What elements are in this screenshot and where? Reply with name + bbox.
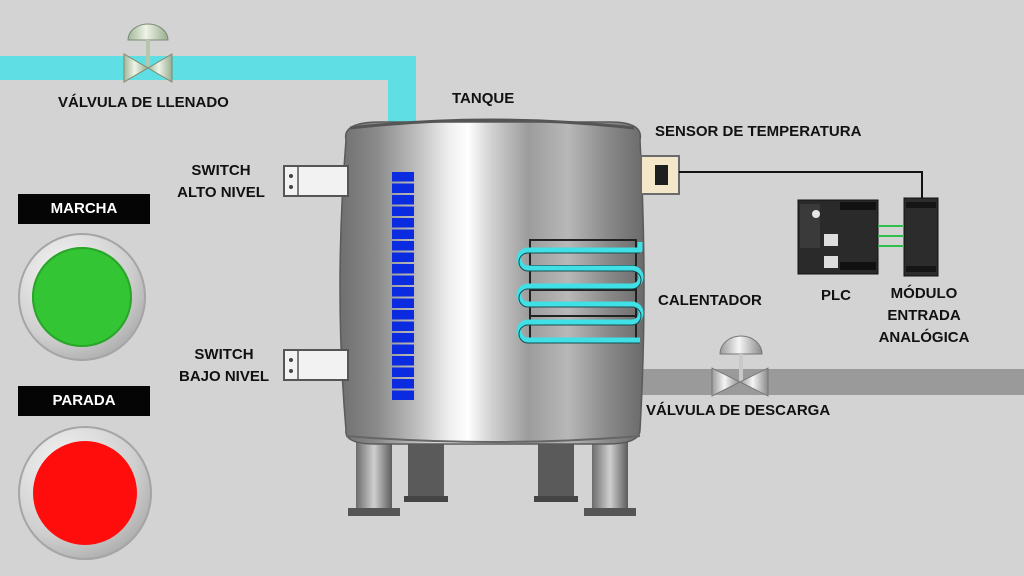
drain-valve-icon — [711, 335, 769, 397]
level-segment — [392, 344, 414, 354]
level-segment — [392, 287, 414, 297]
level-segment — [392, 241, 414, 251]
tank-legs — [348, 436, 636, 516]
heater-coil — [516, 239, 644, 344]
level-segment — [392, 310, 414, 320]
low-level-switch — [283, 349, 349, 381]
level-segment — [392, 390, 414, 400]
heater-label: CALENTADOR — [658, 292, 762, 309]
stop-header: PARADA — [18, 386, 150, 416]
temperature-sensor-label: SENSOR DE TEMPERATURA — [655, 123, 862, 140]
fill-valve-icon — [123, 23, 173, 83]
stop-button[interactable] — [18, 426, 152, 560]
low-level-switch-label: SWITCH BAJO NIVEL — [172, 344, 276, 388]
level-indicator — [392, 172, 414, 400]
module-line-1: MÓDULO — [890, 285, 958, 302]
start-header: MARCHA — [18, 194, 150, 224]
level-segment — [392, 367, 414, 377]
module-line-2: ENTRADA — [887, 307, 961, 324]
drain-valve-label: VÁLVULA DE DESCARGA — [646, 402, 831, 419]
plc-unit — [797, 199, 879, 275]
level-segment — [392, 229, 414, 239]
level-segment — [392, 356, 414, 366]
level-segment — [392, 252, 414, 262]
level-segment — [392, 218, 414, 228]
level-segment — [392, 333, 414, 343]
high-level-switch — [283, 165, 349, 197]
level-segment — [392, 321, 414, 331]
level-segment — [392, 206, 414, 216]
start-button[interactable] — [18, 233, 146, 361]
level-segment — [392, 264, 414, 274]
analog-input-module — [878, 197, 939, 277]
plc-label: PLC — [821, 287, 851, 304]
tank-label: TANQUE — [452, 90, 515, 107]
low-switch-line-1: SWITCH — [194, 346, 254, 363]
stop-button-lamp[interactable] — [33, 441, 137, 545]
level-segment — [392, 172, 414, 182]
low-switch-line-2: BAJO NIVEL — [178, 368, 269, 385]
module-line-3: ANALÓGICA — [878, 329, 970, 346]
analog-module-label: MÓDULO ENTRADA ANALÓGICA — [866, 283, 982, 349]
level-segment — [392, 183, 414, 193]
high-switch-line-1: SWITCH — [191, 162, 251, 179]
high-level-switch-label: SWITCH ALTO NIVEL — [172, 160, 270, 204]
start-button-lamp[interactable] — [32, 247, 132, 347]
temperature-sensor — [640, 155, 680, 195]
sensor-wire — [679, 171, 923, 198]
high-switch-line-2: ALTO NIVEL — [177, 184, 265, 201]
fill-pipe-horizontal — [0, 56, 416, 80]
level-segment — [392, 298, 414, 308]
level-segment — [392, 195, 414, 205]
drain-pipe — [640, 369, 1024, 395]
fill-pipe-vertical — [388, 56, 416, 126]
tank — [339, 118, 645, 445]
level-segment — [392, 379, 414, 389]
fill-valve-label: VÁLVULA DE LLENADO — [58, 94, 229, 111]
level-segment — [392, 275, 414, 285]
